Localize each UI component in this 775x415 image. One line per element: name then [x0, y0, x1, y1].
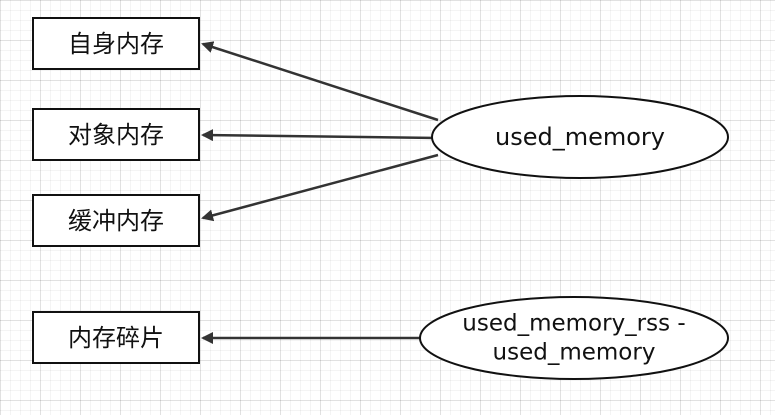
- node-fragment-memory-box: [32, 311, 200, 364]
- node-used-memory-rss-line2: used_memory: [493, 340, 656, 366]
- node-buffer-memory-label: 缓冲内存: [68, 207, 164, 235]
- node-fragment-memory-label: 内存碎片: [68, 324, 164, 352]
- node-self-memory-box: [32, 17, 200, 70]
- node-used-memory: used_memory: [431, 95, 729, 179]
- edge-used-memory-to-self-memory: [201, 41, 439, 122]
- node-fragment-memory: 内存碎片: [32, 311, 200, 364]
- node-object-memory-label: 对象内存: [68, 121, 164, 149]
- node-used-memory-label: used_memory: [495, 123, 665, 151]
- node-buffer-memory-box: [32, 194, 200, 247]
- edge-used-memory-to-object-memory: [201, 129, 439, 142]
- node-object-memory-box: [32, 108, 200, 161]
- node-used-memory-ellipse: [431, 95, 729, 179]
- node-self-memory: 自身内存: [32, 17, 200, 70]
- node-self-memory-label: 自身内存: [68, 30, 164, 58]
- node-used-memory-rss-diff: used_memory_rss - used_memory: [419, 296, 729, 380]
- node-used-memory-rss-line1: used_memory_rss -: [462, 311, 685, 337]
- node-object-memory: 对象内存: [32, 108, 200, 161]
- edge-used-memory-to-buffer-memory: [201, 153, 439, 222]
- node-used-memory-rss-diff-ellipse: [419, 296, 729, 380]
- node-buffer-memory: 缓冲内存: [32, 194, 200, 247]
